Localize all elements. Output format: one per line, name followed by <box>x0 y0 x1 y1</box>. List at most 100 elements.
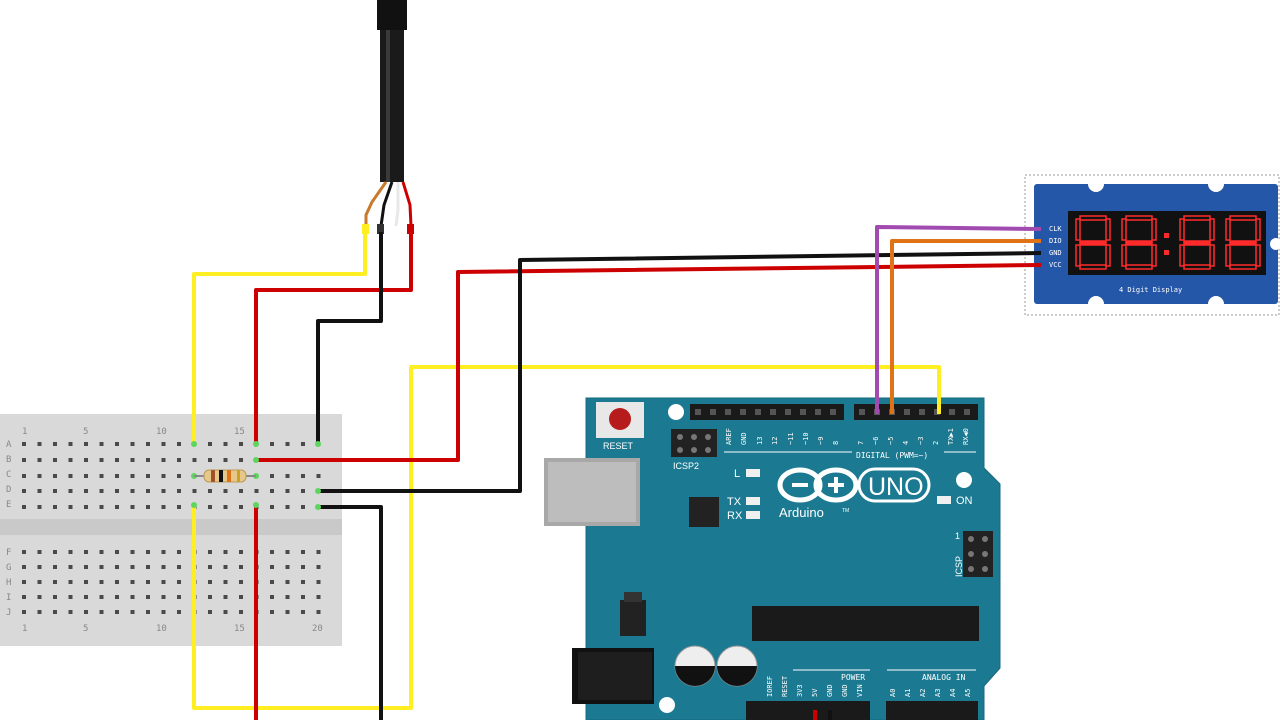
breadboard-hole <box>285 580 290 584</box>
seven-segment-digit <box>1225 215 1261 270</box>
breadboard-hole <box>239 565 243 569</box>
digital-pin-label: ~6 <box>872 437 880 445</box>
digit-segment <box>1225 244 1231 267</box>
digit-segment <box>1179 218 1185 241</box>
icsp-header <box>963 531 993 577</box>
digital-pin-label: ~5 <box>887 437 895 445</box>
breadboard-hole <box>37 610 42 614</box>
header-hole <box>740 409 746 415</box>
header-hole <box>964 409 970 415</box>
breadboard-hole <box>177 565 181 569</box>
digit-segment <box>1209 244 1215 267</box>
breadboard-hole <box>53 458 57 462</box>
reset-button-cap[interactable] <box>609 408 631 430</box>
breadboard-hole <box>177 442 181 446</box>
digital-pin-label: 7 <box>857 441 865 445</box>
breadboard-hole <box>316 580 321 584</box>
breadboard-hole <box>301 580 305 584</box>
breadboard-hole <box>161 580 166 584</box>
digit-segment <box>1229 240 1257 246</box>
breadboard-hole <box>177 610 181 614</box>
breadboard-hole <box>99 458 104 462</box>
digital-pin-label: 8 <box>832 441 840 445</box>
breadboard-hole <box>68 442 73 446</box>
analog-label: ANALOG IN <box>922 673 966 682</box>
wires <box>192 225 1042 720</box>
cable-lead-black <box>379 181 394 227</box>
cable-lead-white <box>394 182 400 227</box>
breadboard-hole <box>161 489 166 493</box>
bb-row-label: I <box>6 593 11 603</box>
analog-pin-label: A4 <box>949 689 957 697</box>
led-on <box>937 496 951 504</box>
digital-pin-label: ~11 <box>787 432 795 445</box>
breadboard-hole <box>22 610 26 614</box>
breadboard-hole <box>130 550 135 554</box>
breadboard-hole <box>146 610 150 614</box>
breadboard-hole <box>68 458 73 462</box>
breadboard-hole <box>223 565 228 569</box>
breadboard-hole <box>99 610 104 614</box>
breadboard-hole <box>177 550 181 554</box>
digital-pin-label: AREF <box>725 428 733 445</box>
breadboard-hole <box>270 580 274 584</box>
header-hole <box>710 409 716 415</box>
wire-purple-clk <box>875 225 1042 414</box>
digit-segment <box>1125 215 1153 221</box>
analog-pin-label: A2 <box>919 689 927 697</box>
breadboard-hole <box>239 595 243 599</box>
breadboard-hole <box>146 489 150 493</box>
bb-row-label: E <box>6 500 11 510</box>
breadboard-hole <box>22 442 26 446</box>
bb-col-label: 5 <box>83 427 88 437</box>
breadboard-hole <box>130 489 135 493</box>
breadboard-hole <box>84 550 88 554</box>
breadboard-hole <box>301 489 305 493</box>
header-hole <box>859 409 865 415</box>
display-colon-dot <box>1164 250 1169 255</box>
digital-pin-label: 13 <box>756 437 764 445</box>
digit-segment <box>1151 244 1157 267</box>
breadboard-hole <box>84 565 88 569</box>
led-tx-label: TX <box>727 496 742 508</box>
breadboard-hole <box>130 505 135 509</box>
icsp-pin1-label: 1 <box>955 531 960 541</box>
breadboard-hole <box>130 565 135 569</box>
breadboard-hole <box>37 489 42 493</box>
four-digit-display: CLK DIO GND VCC 4 Digit Display <box>1024 174 1280 316</box>
breadboard-hole <box>285 550 290 554</box>
bb-row-label: G <box>6 563 11 573</box>
cable-highlight <box>386 30 390 182</box>
breadboard-hole <box>223 550 228 554</box>
breadboard-hole <box>270 489 274 493</box>
digit-segment <box>1075 218 1081 241</box>
breadboard-hole <box>84 580 88 584</box>
breadboard-hole <box>146 442 150 446</box>
breadboard-hole <box>161 610 166 614</box>
breadboard-hole <box>130 610 135 614</box>
breadboard-hole <box>115 505 119 509</box>
breadboard-hole <box>37 474 42 478</box>
breadboard-hole <box>285 442 290 446</box>
breadboard-hole <box>37 550 42 554</box>
breadboard-hole <box>239 550 243 554</box>
breadboard-hole <box>68 489 73 493</box>
digit-segment <box>1255 244 1261 267</box>
breadboard-hole <box>301 474 305 478</box>
bb-row-label: H <box>6 578 11 588</box>
breadboard-hole <box>161 595 166 599</box>
breadboard-hole <box>130 580 135 584</box>
breadboard-hole <box>84 442 88 446</box>
breadboard-hole <box>177 595 181 599</box>
breadboard-hole <box>53 442 57 446</box>
breadboard-hole <box>84 505 88 509</box>
breadboard-hole <box>177 474 181 478</box>
header-hole <box>904 409 910 415</box>
header-hole <box>785 409 791 415</box>
header-hole <box>919 409 925 415</box>
cable-jacket <box>380 30 404 182</box>
breadboard-hole <box>192 458 197 462</box>
header-hole <box>770 409 776 415</box>
digital-pin-label: ~10 <box>802 432 810 445</box>
